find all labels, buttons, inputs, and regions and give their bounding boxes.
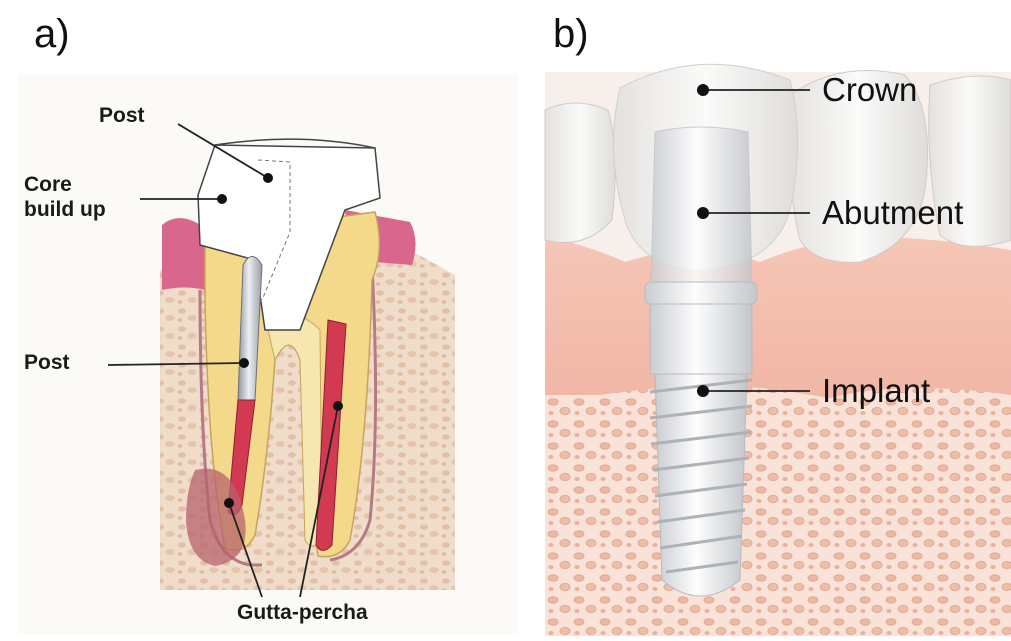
callout-post-mid: Post xyxy=(24,350,70,375)
panel-a-label: a) xyxy=(34,14,70,54)
panel-b-artwork xyxy=(545,64,1011,636)
callout-post-top: Post xyxy=(99,103,145,128)
callout-implant: Implant xyxy=(822,374,930,407)
callout-core-build-up: Core build up xyxy=(24,172,106,222)
callout-abutment: Abutment xyxy=(822,196,963,229)
panel-b-label: b) xyxy=(553,14,589,54)
callout-crown: Crown xyxy=(822,73,917,106)
panel-a-artwork xyxy=(18,75,518,635)
callout-gutta-percha: Gutta-percha xyxy=(237,600,368,625)
